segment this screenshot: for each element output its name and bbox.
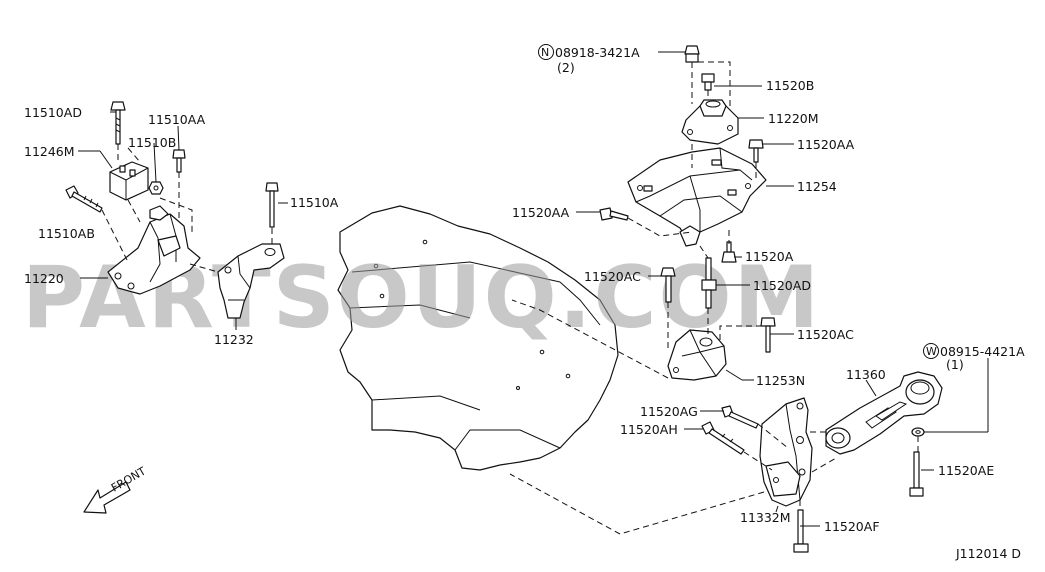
nut-mark-circle — [538, 44, 554, 60]
label-11510A: 11510A — [290, 195, 339, 210]
label-11510AD: 11510AD — [24, 105, 82, 120]
label-11520AD: 11520AD — [753, 278, 811, 293]
label-11510AB: 11510AB — [38, 226, 95, 241]
label-11246M: 11246M — [24, 144, 75, 159]
washer-08915-4421A — [911, 427, 925, 437]
bolt-11510AA — [172, 149, 186, 173]
bracket-11253N — [667, 329, 727, 381]
label-11520AA-left: 11520AA — [512, 205, 570, 220]
bracket-11332M — [759, 397, 813, 507]
label-11520A: 11520A — [745, 249, 794, 264]
bolt-11510A — [265, 182, 279, 228]
label-11520AA-top: 11520AA — [797, 137, 855, 152]
mount-11220M — [681, 99, 739, 145]
left-mount-group — [65, 101, 288, 330]
label-11520AC-left: 11520AC — [584, 269, 641, 284]
bolt-11510AB — [65, 185, 103, 213]
mount-11220 — [107, 205, 201, 295]
label-11510B: 11510B — [128, 135, 176, 150]
bolt-11520B — [701, 73, 715, 91]
front-arrow: FRONT — [83, 464, 148, 514]
bolt-11520AA-left — [599, 207, 629, 221]
bracket-11232 — [217, 243, 285, 319]
label-11510AA: 11510AA — [148, 112, 206, 127]
label-08915-4421A: 08915-4421A — [940, 344, 1025, 359]
washer-mark-circle — [923, 343, 939, 359]
nut-11510B — [148, 181, 164, 195]
label-08915-qty: (1) — [946, 357, 964, 372]
label-11254: 11254 — [797, 179, 837, 194]
part-labels: 11510AD 11510AA 11510B 11246M 11510AB 11… — [24, 44, 1025, 561]
bolt-11520AG — [721, 405, 759, 429]
bolt-11510AD — [110, 101, 126, 145]
label-08918-qty: (2) — [557, 60, 575, 75]
bolt-11520A — [721, 241, 737, 263]
engine-block — [337, 205, 619, 471]
insulator-11246M — [109, 161, 149, 201]
label-08918-3421A: 08918-3421A — [555, 45, 640, 60]
label-11220M: 11220M — [768, 111, 819, 126]
label-11232: 11232 — [214, 332, 254, 347]
bolt-11520AH — [701, 421, 745, 455]
washer-mark-w: W — [926, 345, 937, 358]
bolt-11520AF — [793, 509, 809, 553]
stud-11520AD — [701, 257, 717, 309]
label-11520B: 11520B — [766, 78, 814, 93]
label-11220: 11220 — [24, 271, 64, 286]
bracket-11254 — [627, 147, 767, 247]
label-11520AG: 11520AG — [640, 404, 698, 419]
top-right-mount-group — [511, 45, 794, 381]
label-11520AC-right: 11520AC — [797, 327, 854, 342]
label-11253N: 11253N — [756, 373, 805, 388]
label-11360: 11360 — [846, 367, 886, 382]
bottom-right-mount-group — [509, 358, 989, 553]
bolt-11520AA-top — [748, 139, 764, 163]
nut-mark-n: N — [541, 46, 549, 59]
label-11520AH: 11520AH — [620, 422, 678, 437]
label-11332M: 11332M — [740, 510, 791, 525]
label-11520AE: 11520AE — [938, 463, 994, 478]
torque-rod-11360 — [825, 371, 943, 455]
bolt-11520AE — [909, 451, 924, 497]
diagram-code: J112014 D — [955, 546, 1021, 561]
nut-08918-3421A — [684, 45, 700, 63]
label-11520AF: 11520AF — [824, 519, 880, 534]
